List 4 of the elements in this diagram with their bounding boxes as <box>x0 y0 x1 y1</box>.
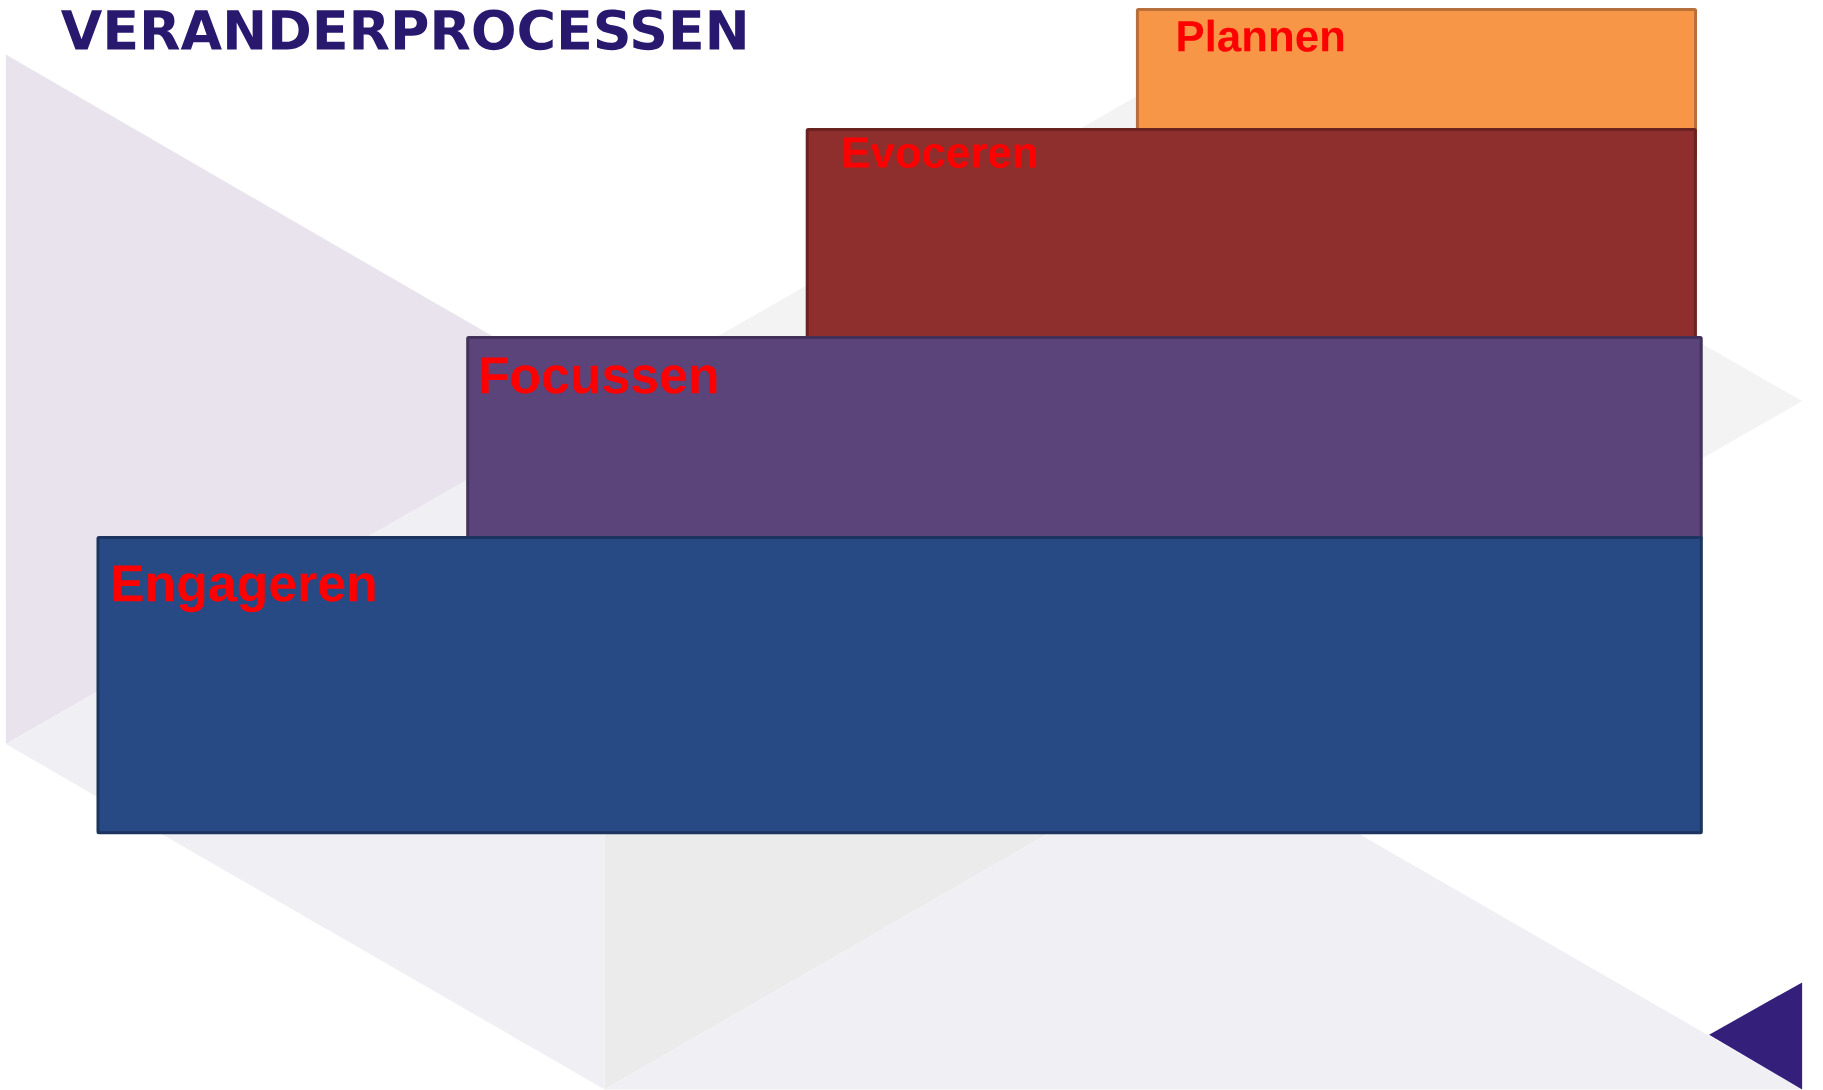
process-box: Evoceren <box>805 127 1697 341</box>
process-box: Engageren <box>96 536 1703 835</box>
title: VERANDERPROCESSEN <box>60 9 745 51</box>
process-box: Focussen <box>466 336 1703 541</box>
